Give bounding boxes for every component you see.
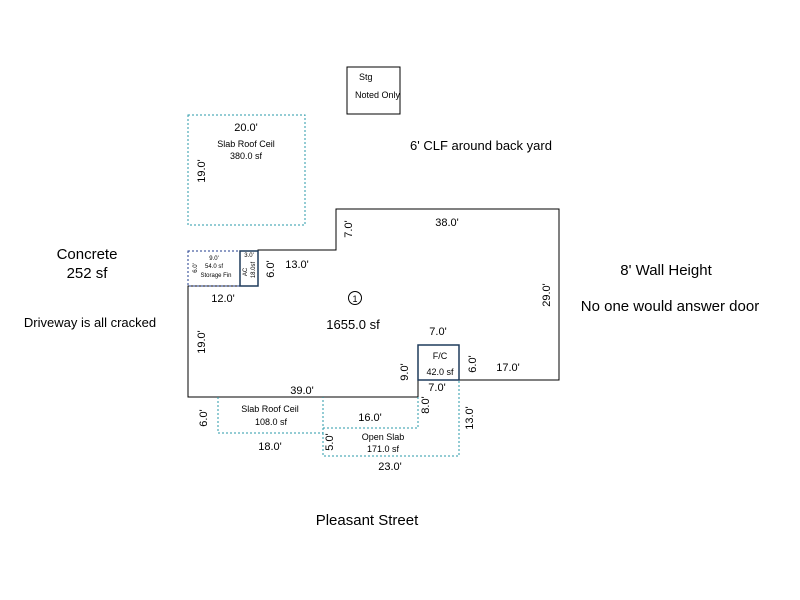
- open-slab-top: 16.0': [358, 412, 382, 424]
- front-slab-label: Slab Roof Ceil: [241, 404, 299, 414]
- concrete-note: Concrete: [57, 246, 118, 263]
- fc-outline: [417, 344, 460, 381]
- open-slab-right: 13.0': [464, 406, 476, 430]
- main-dim-top-step: 7.0': [343, 220, 355, 237]
- street-label: Pleasant Street: [316, 512, 419, 529]
- ac-label: AC: [243, 267, 249, 276]
- main-dim-fc-top: 7.0': [429, 326, 446, 338]
- front-slab-outline: [217, 397, 324, 434]
- open-slab-width: 23.0': [378, 461, 402, 473]
- main-dim-fc-left: 9.0': [399, 363, 411, 380]
- main-area: 1655.0 sf: [326, 317, 380, 332]
- ac-unit-outline: [239, 250, 259, 287]
- main-dim-left-top: 12.0': [211, 293, 235, 305]
- section-marker-icon: [348, 291, 362, 305]
- main-dim-step-down: 6.0': [265, 260, 277, 277]
- rear-slab-width: 20.0': [234, 122, 258, 134]
- wall-height-note: 8' Wall Height: [620, 262, 712, 279]
- storage-fin-label: Storage Fin: [200, 273, 231, 279]
- fc-label: F/C: [433, 351, 448, 361]
- open-slab-left: 5.0': [324, 433, 336, 450]
- front-slab-depth: 6.0': [198, 409, 210, 426]
- rear-slab-outline: [187, 114, 306, 226]
- storage-fin-area: 54.0 sf: [205, 264, 223, 270]
- concrete-area: 252 sf: [67, 265, 109, 282]
- open-slab-area: 171.0 sf: [367, 444, 400, 454]
- fence-note: 6' CLF around back yard: [410, 138, 552, 153]
- storage-shed-title: Stg: [359, 72, 373, 82]
- fc-bottom-dim: 7.0': [428, 382, 445, 394]
- fc-area: 42.0 sf: [426, 367, 454, 377]
- ac-side: 18.0sf: [251, 262, 257, 279]
- driveway-note: Driveway is all cracked: [24, 315, 156, 330]
- open-slab-outline: [322, 380, 460, 457]
- rear-slab-depth: 19.0': [196, 159, 208, 183]
- rear-slab-label: Slab Roof Ceil: [217, 139, 275, 149]
- main-dim-right: 29.0': [541, 283, 553, 307]
- storage-fin-depth: 6.0': [193, 263, 199, 273]
- main-dim-bottom-right: 17.0': [496, 362, 520, 374]
- open-slab-label: Open Slab: [362, 432, 405, 442]
- main-dim-bottom: 39.0': [290, 385, 314, 397]
- main-dim-left: 19.0': [196, 330, 208, 354]
- section-marker-number: 1: [352, 294, 357, 304]
- storage-fin-width: 9.0': [209, 256, 219, 262]
- main-dim-step-left: 13.0': [285, 259, 309, 271]
- no-answer-note: No one would answer door: [581, 298, 759, 315]
- storage-shed-outline: [346, 66, 401, 115]
- front-slab-area: 108.0 sf: [255, 417, 288, 427]
- ac-dimension: 3.0': [244, 253, 254, 259]
- front-slab-width: 18.0': [258, 441, 282, 453]
- rear-slab-area: 380.0 sf: [230, 151, 263, 161]
- main-dim-top: 38.0': [435, 217, 459, 229]
- storage-shed-note: Noted Only: [355, 90, 401, 100]
- main-dim-fc-right: 6.0': [467, 355, 479, 372]
- open-slab-right-top: 8.0': [420, 396, 432, 413]
